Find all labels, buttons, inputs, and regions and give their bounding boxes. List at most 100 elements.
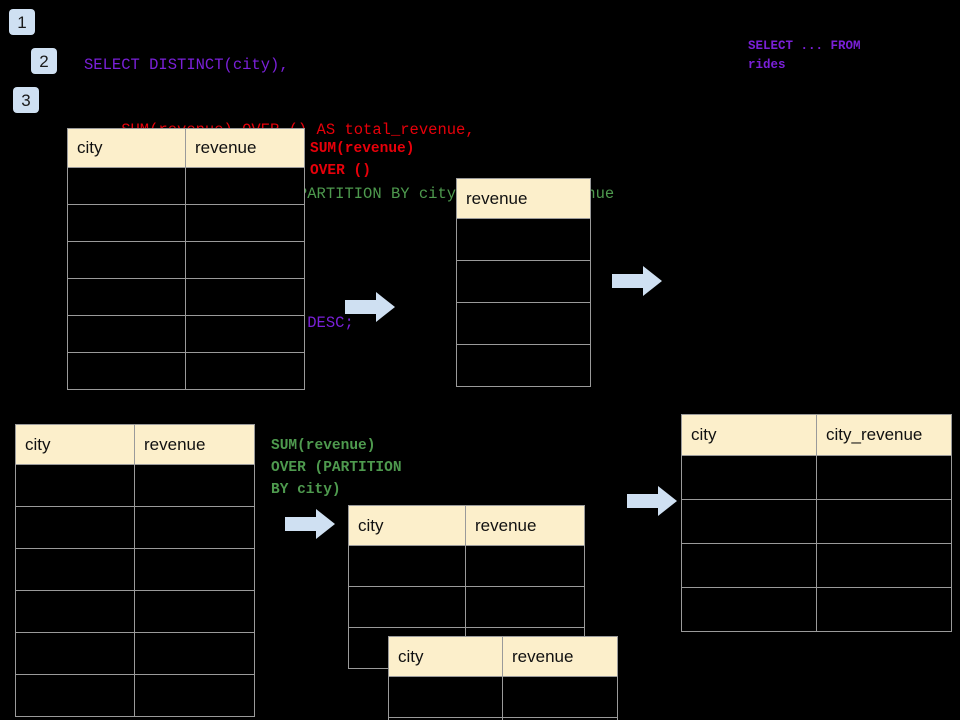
table-row — [15, 632, 255, 675]
table-row — [15, 506, 255, 549]
annotation-sum-over-partition: SUM(revenue) OVER (PARTITION BY city) — [271, 438, 402, 498]
step-badge-3-label: 3 — [21, 90, 31, 110]
step-badge-1[interactable]: 1 — [9, 9, 35, 35]
cell-city — [681, 543, 817, 588]
step-badge-3[interactable]: 3 — [13, 87, 39, 113]
annotation-sum-over-empty: SUM(revenue) OVER () — [310, 141, 415, 179]
column-header-revenue: revenue — [185, 128, 305, 168]
cell-city-revenue — [816, 499, 952, 544]
table-row — [681, 455, 952, 500]
table-row — [456, 260, 591, 303]
table-row — [67, 278, 305, 316]
arrow-top-left-to-revenue — [345, 292, 395, 322]
cell-revenue — [185, 352, 305, 390]
cell-city — [67, 241, 186, 279]
table-row — [15, 548, 255, 591]
table-row — [456, 302, 591, 345]
column-header-revenue: revenue — [134, 424, 255, 465]
table-row — [15, 464, 255, 507]
annotation-select-from-rides: SELECT ... FROM rides — [748, 39, 861, 72]
cell-revenue — [502, 717, 618, 720]
cell-city — [348, 545, 466, 587]
column-header-city: city — [67, 128, 186, 168]
table-row — [681, 499, 952, 544]
table-header-row: city revenue — [348, 505, 585, 546]
cell-city — [67, 352, 186, 390]
column-header-revenue: revenue — [456, 178, 591, 219]
cell-city-revenue — [816, 587, 952, 632]
column-header-city: city — [388, 636, 503, 677]
cell-city — [15, 548, 135, 591]
table-row — [456, 218, 591, 261]
arrow-bottom-left-to-partition — [285, 509, 335, 539]
step-badge-2[interactable]: 2 — [31, 48, 57, 74]
cell-revenue — [465, 586, 585, 628]
step-badge-2-label: 2 — [39, 51, 49, 71]
cell-revenue — [185, 241, 305, 279]
sql-line-1: SELECT DISTINCT(city), — [84, 56, 289, 74]
step-badge-1-label: 1 — [17, 12, 27, 32]
cell-revenue — [185, 167, 305, 205]
table-row — [67, 241, 305, 279]
table-row — [15, 590, 255, 633]
table-row — [681, 543, 952, 588]
column-header-city: city — [348, 505, 466, 546]
cell-revenue — [456, 344, 591, 387]
rides-source-table-top: city revenue — [67, 128, 305, 390]
arrow-partition-to-result — [627, 486, 677, 516]
table-row — [348, 545, 585, 587]
cell-revenue — [134, 548, 255, 591]
arrow-revenue-to-right — [612, 266, 662, 296]
cell-city — [15, 632, 135, 675]
cell-revenue — [456, 302, 591, 345]
partition-table-front: city revenue — [388, 636, 618, 720]
table-header-row: city revenue — [15, 424, 255, 465]
cell-revenue — [185, 278, 305, 316]
cell-revenue — [185, 204, 305, 242]
table-header-row: city revenue — [67, 128, 305, 168]
cell-revenue — [456, 218, 591, 261]
cell-city-revenue — [816, 543, 952, 588]
cell-city-revenue — [816, 455, 952, 500]
table-row — [388, 717, 618, 720]
cell-city — [681, 499, 817, 544]
table-row — [67, 352, 305, 390]
column-header-city-revenue: city_revenue — [816, 414, 952, 456]
cell-revenue — [456, 260, 591, 303]
cell-city — [67, 315, 186, 353]
cell-revenue — [465, 545, 585, 587]
cell-city — [15, 590, 135, 633]
column-header-revenue: revenue — [502, 636, 618, 677]
table-row — [67, 315, 305, 353]
cell-revenue — [185, 315, 305, 353]
cell-revenue — [134, 464, 255, 507]
rides-source-table-bottom: city revenue — [15, 424, 255, 717]
cell-revenue — [134, 590, 255, 633]
column-header-revenue: revenue — [465, 505, 585, 546]
total-revenue-table: revenue — [456, 178, 591, 387]
cell-city — [681, 455, 817, 500]
column-header-city: city — [681, 414, 817, 456]
cell-city — [388, 676, 503, 718]
cell-revenue — [134, 632, 255, 675]
cell-city — [681, 587, 817, 632]
table-row — [388, 676, 618, 718]
cell-revenue — [502, 676, 618, 718]
cell-city — [67, 167, 186, 205]
table-row — [456, 344, 591, 387]
cell-revenue — [134, 506, 255, 549]
cell-city — [15, 464, 135, 507]
table-row — [15, 674, 255, 717]
result-table: city city_revenue — [681, 414, 952, 632]
partition-table-back: city revenue — [348, 505, 585, 669]
table-row — [67, 167, 305, 205]
column-header-city: city — [15, 424, 135, 465]
cell-city — [67, 278, 186, 316]
cell-city — [15, 674, 135, 717]
table-row — [67, 204, 305, 242]
table-row — [348, 586, 585, 628]
table-header-row: revenue — [456, 178, 591, 219]
cell-revenue — [134, 674, 255, 717]
cell-city — [67, 204, 186, 242]
